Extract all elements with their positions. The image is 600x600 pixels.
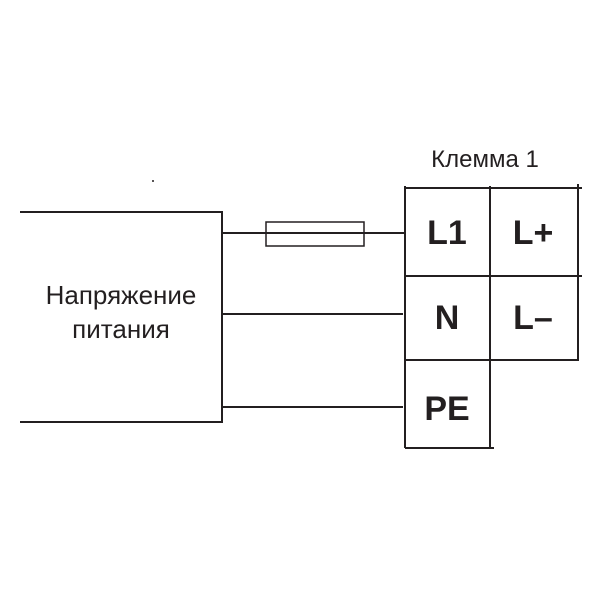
terminal-n: N: [434, 299, 460, 337]
dot-mark: [152, 180, 154, 182]
terminal-lplus: L+: [512, 214, 554, 252]
fuse: [265, 221, 365, 247]
power-source-label: Напряжение питания: [20, 278, 222, 346]
power-label-line2: питания: [72, 314, 170, 344]
terminal-title: Клемма 1: [431, 146, 539, 173]
power-label-line1: Напряжение: [45, 280, 197, 310]
power-source-box: [20, 211, 223, 423]
terminal-block: [404, 184, 582, 449]
terminal-lminus: L–: [513, 299, 553, 337]
terminal-pe: PE: [424, 390, 470, 428]
terminal-l1: L1: [427, 214, 467, 252]
